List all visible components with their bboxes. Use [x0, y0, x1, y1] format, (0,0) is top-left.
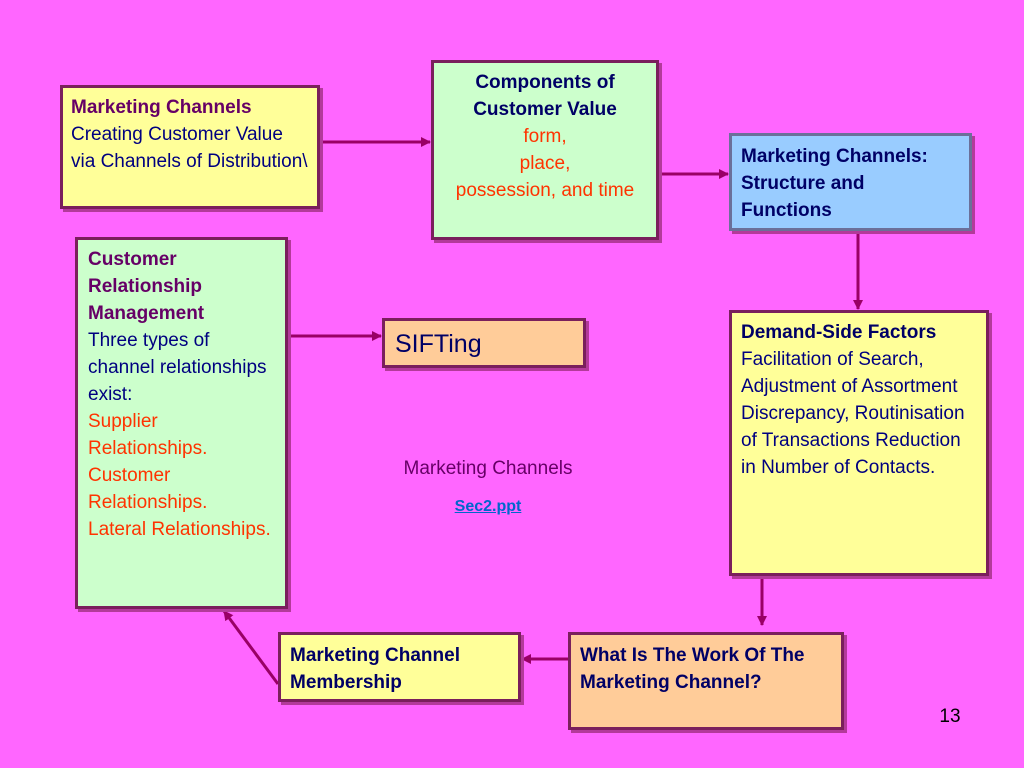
- marketing-channels-box: Marketing Channels Creating Customer Val…: [60, 85, 320, 209]
- center-title: Marketing Channels: [403, 458, 573, 479]
- sifting-label: SIFTing: [395, 330, 482, 358]
- sec2-link[interactable]: Sec2.ppt: [454, 498, 522, 515]
- demand-side-factors-box: Demand-Side Factors Facilitation of Sear…: [729, 310, 989, 576]
- structure-title: Marketing Channels: Structure and Functi…: [741, 146, 928, 221]
- demand-title: Demand-Side Factors: [741, 322, 937, 343]
- components-title: Components of Customer Value: [473, 72, 617, 120]
- marketing-channels-body: Creating Customer Value via Channels of …: [71, 124, 308, 172]
- crm-title: Customer Relationship Management: [88, 249, 205, 324]
- demand-body: Facilitation of Search, Adjustment of As…: [741, 349, 965, 478]
- crm-intro: Three types of channel relationships exi…: [88, 330, 267, 405]
- work-of-channel-box: What Is The Work Of The Marketing Channe…: [568, 632, 844, 730]
- work-title: What Is The Work Of The Marketing Channe…: [580, 645, 805, 693]
- components-item: form,: [523, 126, 567, 147]
- crm-box: Customer Relationship Management Three t…: [75, 237, 288, 609]
- crm-item: Lateral Relationships.: [88, 519, 271, 540]
- arrow-membership-to-crm: [222, 610, 280, 685]
- crm-item: Customer Relationships.: [88, 465, 208, 513]
- membership-title: Marketing Channel Membership: [290, 645, 460, 693]
- crm-item: Supplier Relationships.: [88, 411, 208, 459]
- components-item: possession, and time: [455, 180, 635, 201]
- sifting-box: SIFTing: [382, 318, 586, 368]
- structure-and-functions-box: Marketing Channels: Structure and Functi…: [729, 133, 972, 231]
- channel-membership-box: Marketing Channel Membership: [278, 632, 521, 702]
- components-item: place,: [519, 153, 571, 174]
- page-number: 13: [939, 706, 961, 727]
- marketing-channels-title: Marketing Channels: [71, 97, 252, 118]
- components-of-customer-value-box: Components of Customer Value form, place…: [431, 60, 659, 240]
